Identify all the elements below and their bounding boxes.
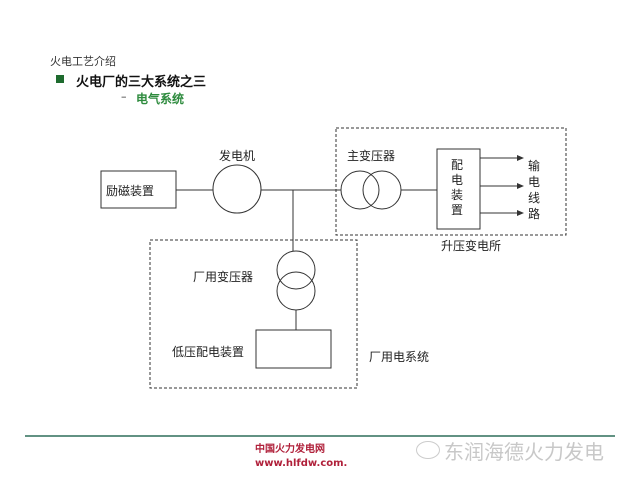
exciter-label: 励磁装置 [106, 184, 155, 198]
transmission-char: 输 [528, 159, 541, 173]
substation-boundary [335, 127, 567, 236]
footer-site-name: 中国火力发电网 [255, 444, 325, 455]
substation-label: 升压变电所 [441, 239, 502, 253]
transmission-line-label: 输 电 线 路 [528, 158, 544, 222]
station-transformer-secondary [276, 271, 316, 311]
switchgear-box [436, 148, 481, 230]
low-voltage-switchgear-box [255, 329, 332, 369]
transmission-char: 电 [528, 175, 541, 189]
footer-site-url[interactable]: www.hlfdw.com. [255, 458, 348, 469]
station-transformer-primary [276, 250, 316, 290]
switchgear-char: 装 [451, 188, 464, 202]
switchgear-char: 配 [451, 158, 464, 172]
station-system-label: 厂用电系统 [369, 350, 430, 364]
main-transformer-label: 主变压器 [347, 149, 396, 163]
transmission-char: 线 [528, 191, 541, 205]
footer-watermark: 东润海德火力发电 [444, 440, 604, 464]
main-transformer-secondary [362, 170, 402, 210]
generator-label: 发电机 [219, 149, 256, 163]
wechat-icon [416, 441, 440, 459]
arrow-head-icon [517, 210, 524, 216]
bullet-square-icon [56, 75, 64, 83]
station-system-boundary [149, 239, 358, 389]
station-transformer-label: 厂用变压器 [193, 270, 254, 284]
arrow-head-icon [517, 155, 524, 161]
main-transformer-primary [340, 170, 380, 210]
switchgear-label: 配 电 装 置 [451, 158, 467, 218]
transmission-char: 路 [528, 207, 541, 221]
sub-dash: – [121, 90, 127, 103]
generator-symbol [212, 164, 262, 214]
switchgear-char: 电 [451, 173, 464, 187]
course-title: 火电工艺介绍 [50, 55, 116, 68]
low-voltage-switchgear-label: 低压配电装置 [172, 345, 245, 359]
section-title: 火电厂的三大系统之三 [76, 75, 207, 90]
section-subtitle: 电气系统 [136, 92, 185, 106]
arrow-head-icon [517, 183, 524, 189]
switchgear-char: 置 [451, 203, 464, 217]
